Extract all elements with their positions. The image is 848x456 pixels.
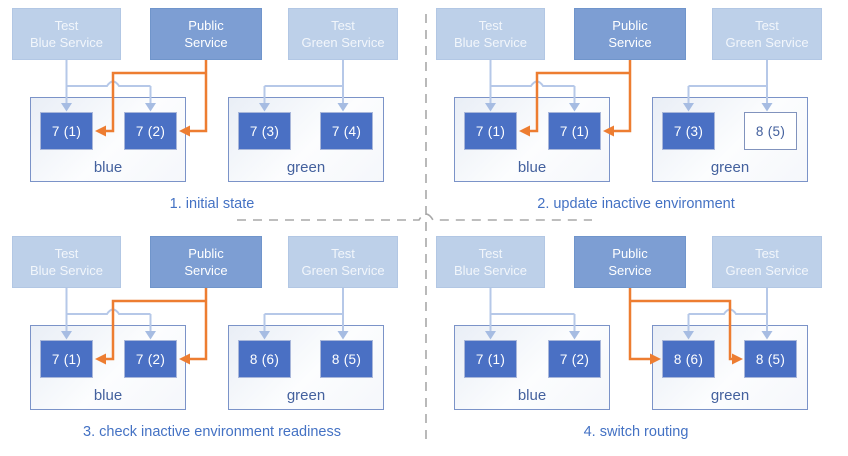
service-label-line2: Blue Service [30,35,103,50]
environment-label: green [286,159,326,176]
panel-caption: 3. check inactive environment readiness [83,424,341,440]
environment-label: blue [517,159,547,176]
service-label-line1: Public [612,246,648,261]
panel-check-inactive-environment-readiness: blue green Test Blue Service Public Serv… [0,228,424,456]
pod: 8 (5) [744,340,797,378]
panel-caption: 4. switch routing [583,424,689,440]
panel-switch-routing: blue green Test Blue Service Public Serv… [424,228,848,456]
test-blue-service-box: Test Blue Service [12,236,121,288]
pod: 8 (5) [320,340,373,378]
pod: 7 (3) [662,112,715,150]
service-label-line1: Test [755,18,779,33]
service-label-line2: Green Service [301,263,385,278]
service-label-line1: Test [478,246,503,261]
panel-initial-state: blue green Test Blue Service Public Serv… [0,0,424,228]
service-label-line1: Public [612,18,648,33]
service-label-line2: Blue Service [30,263,103,278]
service-label-line2: Blue Service [454,263,527,278]
test-blue-service-box: Test Blue Service [436,8,545,60]
service-label-line1: Public [188,18,224,33]
test-green-service-box: Test Green Service [712,236,822,288]
environment-label: blue [93,159,123,176]
service-label-line1: Test [54,18,79,33]
public-service-box: Public Service [150,236,262,288]
pod: 7 (1) [464,112,517,150]
panel-update-inactive-environment: blue green Test Blue Service Public Serv… [424,0,848,228]
test-green-service-box: Test Green Service [288,236,398,288]
environment-label: green [710,159,750,176]
service-label-line1: Test [331,18,355,33]
pod: 7 (2) [124,112,177,150]
service-label-line2: Green Service [725,35,809,50]
pod: 7 (4) [320,112,373,150]
public-service-box: Public Service [574,8,686,60]
service-label-line2: Green Service [725,263,809,278]
pod: 8 (5) [744,112,797,150]
service-label-line2: Service [608,35,652,50]
test-blue-service-box: Test Blue Service [436,236,545,288]
public-service-box: Public Service [150,8,262,60]
panel-caption: 1. initial state [169,196,255,212]
service-label-line2: Service [608,263,652,278]
service-label-line1: Public [188,246,224,261]
test-green-service-box: Test Green Service [712,8,822,60]
service-label-line1: Test [755,246,779,261]
pod: 7 (3) [238,112,291,150]
service-label-line1: Test [478,18,503,33]
pod: 7 (1) [40,340,93,378]
pod: 8 (6) [238,340,291,378]
environment-label: green [710,387,750,404]
service-label-line1: Test [54,246,79,261]
environment-label: blue [93,387,123,404]
pod: 8 (6) [662,340,715,378]
pod: 7 (1) [40,112,93,150]
panel-caption: 2. update inactive environment [537,196,735,212]
test-green-service-box: Test Green Service [288,8,398,60]
pod: 7 (1) [464,340,517,378]
service-label-line2: Service [184,35,228,50]
pod: 7 (2) [124,340,177,378]
pod: 7 (2) [548,340,601,378]
pod: 7 (1) [548,112,601,150]
service-label-line1: Test [331,246,355,261]
public-service-box: Public Service [574,236,686,288]
environment-label: green [286,387,326,404]
environment-label: blue [517,387,547,404]
service-label-line2: Service [184,263,228,278]
service-label-line2: Blue Service [454,35,527,50]
test-blue-service-box: Test Blue Service [12,8,121,60]
service-label-line2: Green Service [301,35,385,50]
